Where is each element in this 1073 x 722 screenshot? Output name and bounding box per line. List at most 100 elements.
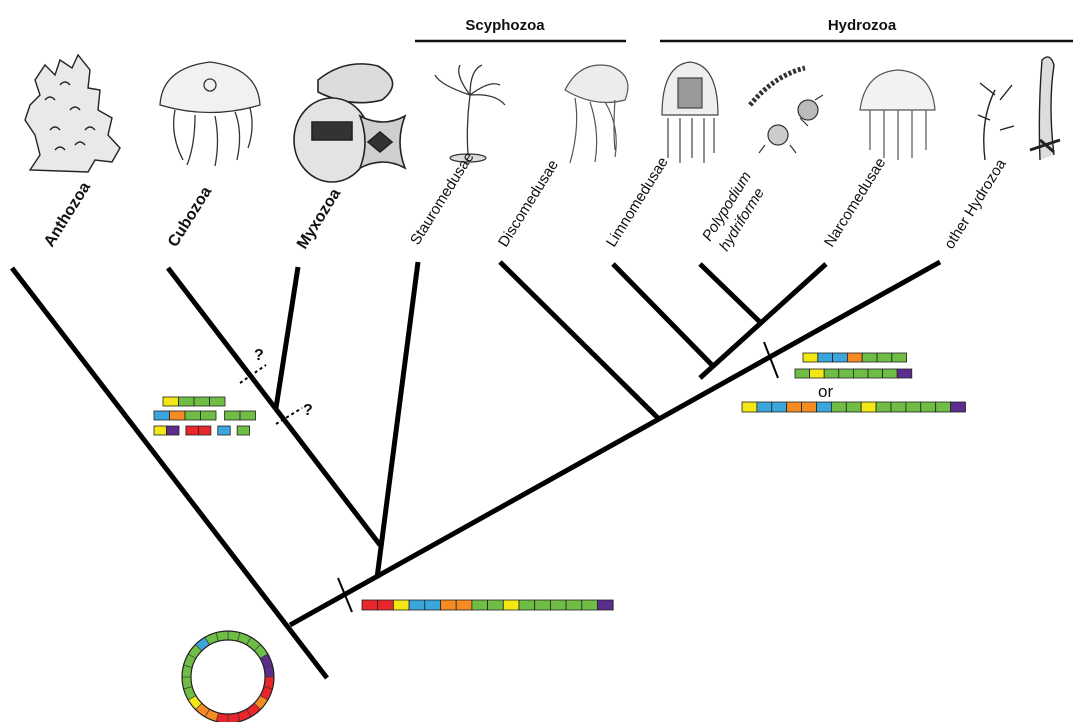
gene-block-green (868, 369, 883, 378)
gene-block-green (194, 397, 210, 406)
gene-block-green (831, 402, 846, 412)
gene-block-blue (833, 353, 848, 362)
gene-block-orange (456, 600, 472, 610)
gene-block-blue (218, 426, 231, 435)
gene-block-rows (154, 353, 966, 610)
taxon-label-discomedusae: Discomedusae (495, 157, 562, 250)
gene-block-yellow (503, 600, 519, 610)
gene-block-blue (818, 353, 833, 362)
branch-anthozoa (12, 268, 327, 678)
gene-block-green (824, 369, 839, 378)
polypodium-illustration (750, 68, 823, 153)
gene-block-green (839, 369, 854, 378)
branch-limnomedusae (613, 264, 712, 365)
gene-block-yellow (810, 369, 825, 378)
gene-block-blue (772, 402, 787, 412)
gene-block-orange (847, 353, 862, 362)
limnomedusae-illustration (662, 62, 718, 163)
gene-block-yellow (742, 402, 757, 412)
gene-block-green (225, 411, 241, 420)
gene-block-blue (425, 600, 441, 610)
gene-block-green (936, 402, 951, 412)
gene-block-green (185, 411, 201, 420)
taxon-label-myxozoa: Myxozoa (294, 186, 344, 252)
taxon-label-limnomedusae: Limnomedusae (603, 154, 672, 250)
branch-myxozoa (276, 267, 298, 408)
gene-block-blue (409, 600, 425, 610)
taxon-label-stauromedusae: Stauromedusae (407, 149, 478, 248)
branch-medusozoa-stem (290, 262, 940, 625)
group-label-hydrozoa: Hydrozoa (828, 17, 897, 34)
gene-block-orange (441, 600, 457, 610)
anthozoa-coral-illustration (25, 55, 120, 172)
genome-inner-outline (191, 640, 265, 714)
gene-block-green (892, 353, 907, 362)
gene-block-blue (757, 402, 772, 412)
gene-block-blue (154, 411, 170, 420)
myxozoa-spores-illustration (294, 64, 405, 182)
taxon-label-cubozoa: Cubozoa (165, 184, 215, 250)
gene-block-red (362, 600, 378, 610)
gene-block-purple (897, 369, 912, 378)
gene-block-green (921, 402, 936, 412)
gene-row-cubozoa-row2 (154, 411, 256, 420)
gene-block-yellow (803, 353, 818, 362)
branch-stauromedusae (377, 262, 418, 578)
gene-block-orange (170, 411, 186, 420)
tree-branches (12, 262, 940, 678)
gene-block-orange (787, 402, 802, 412)
group-hydrozoa: Hydrozoa (660, 17, 1073, 41)
gene-block-green (795, 369, 810, 378)
gene-block-green (179, 397, 195, 406)
taxon-label-narcomedusae: Narcomedusae (821, 155, 889, 250)
group-label-scyphozoa: Scyphozoa (465, 17, 545, 34)
gene-block-green (862, 353, 877, 362)
gene-block-green (488, 600, 504, 610)
question-mark-myxozoa: ? (303, 402, 313, 419)
gene-block-green (210, 397, 226, 406)
gene-block-green (201, 411, 217, 420)
gene-block-red (378, 600, 394, 610)
gene-block-green (876, 402, 891, 412)
gene-block-green (891, 402, 906, 412)
gene-block-yellow (861, 402, 876, 412)
gene-block-green (853, 369, 868, 378)
gene-block-green (472, 600, 488, 610)
gene-block-purple (167, 426, 180, 435)
narcomedusae-illustration (860, 70, 935, 160)
gene-block-orange (802, 402, 817, 412)
gene-block-green (582, 600, 598, 610)
gene-block-yellow (393, 600, 409, 610)
gene-block-green (566, 600, 582, 610)
gene-block-yellow (163, 397, 179, 406)
gene-row-hydrozoa-row2 (795, 369, 912, 378)
stauromedusae-illustration (435, 65, 505, 162)
group-scyphozoa: Scyphozoa (415, 17, 626, 41)
gene-row-medusozoa-root (362, 600, 613, 610)
taxon-label-anthozoa: Anthozoa (41, 179, 94, 250)
cubozoa-box-jelly-illustration (160, 62, 260, 166)
taxon-labels: Anthozoa Cubozoa Myxozoa Stauromedusae D… (41, 149, 1010, 254)
gene-block-green (240, 411, 256, 420)
gene-block-green (846, 402, 861, 412)
gene-block-green (535, 600, 551, 610)
gene-row-hydrozoa-alt (742, 402, 966, 412)
gene-block-green (877, 353, 892, 362)
gene-block-yellow (154, 426, 167, 435)
gene-row-cubozoa-row3 (154, 426, 250, 435)
gene-row-hydrozoa-row1 (803, 353, 907, 362)
or-label: or (818, 382, 833, 401)
gene-block-purple (598, 600, 614, 610)
gene-block-green (883, 369, 898, 378)
branch-polypodium (700, 264, 762, 324)
gene-block-green (906, 402, 921, 412)
other-hydrozoa-illustration (978, 57, 1060, 160)
question-mark-cubozoa: ? (254, 347, 264, 364)
gene-row-cubozoa-row1 (163, 397, 225, 406)
circular-genome (182, 631, 274, 722)
gene-block-red (186, 426, 199, 435)
taxon-label-other-hydrozoa: other Hydrozoa (941, 156, 1010, 253)
gene-block-purple (951, 402, 966, 412)
gene-block-red (198, 426, 211, 435)
